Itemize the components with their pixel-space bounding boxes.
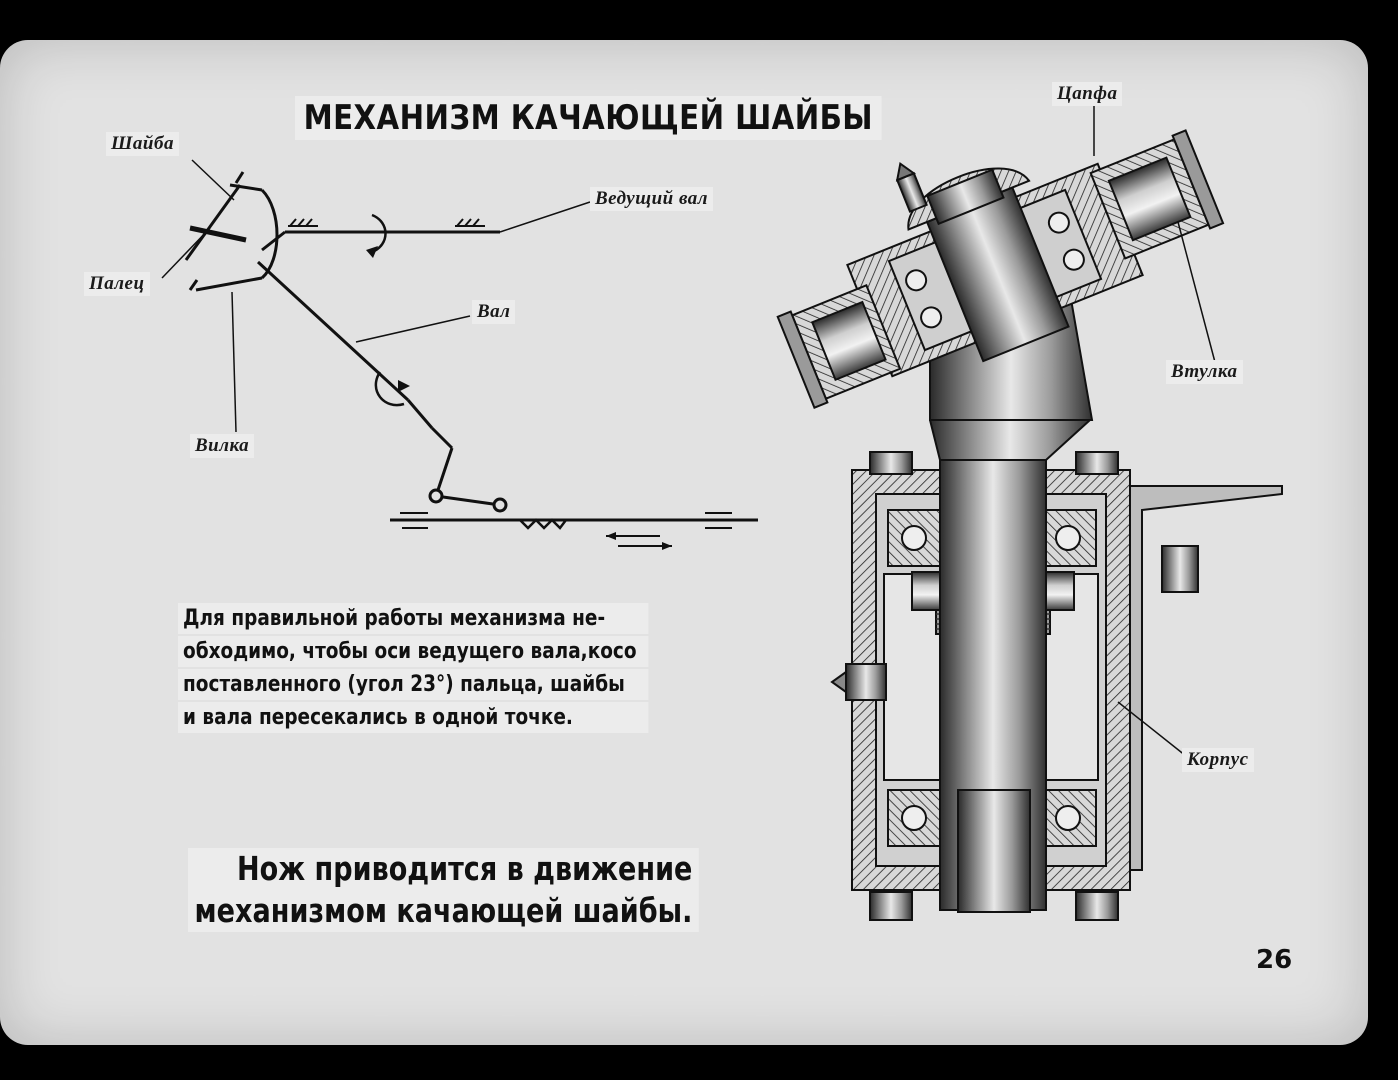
paragraph-line: поставленного (угол 23°) пальца, шайбы	[178, 669, 649, 700]
label-washer: Шайба	[106, 132, 179, 156]
conclusion-text: Нож приводится в движение механизмом кач…	[188, 848, 699, 932]
rotation-arrow-icon-2	[374, 371, 405, 407]
label-trunnion: Цапфа	[1052, 82, 1123, 106]
label-bushing: Втулка	[1166, 360, 1243, 384]
label-pin: Палец	[84, 272, 150, 296]
label-fork: Вилка	[190, 434, 255, 458]
paragraph-line: и вала пересекались в одной точке.	[178, 702, 649, 733]
mechanism-cutaway	[776, 104, 1283, 921]
label-shaft: Вал	[472, 300, 516, 324]
reciprocating-arrows-icon	[606, 532, 672, 550]
page-number: 26	[1256, 945, 1293, 975]
paragraph-line: обходимо, чтобы оси ведущего вала,косо	[178, 636, 649, 667]
bearing-support-marks	[288, 218, 485, 227]
slide-title: МЕХАНИЗМ КАЧАЮЩЕЙ ШАЙБЫ	[295, 96, 882, 140]
conclusion-line: механизмом качающей шайбы.	[188, 890, 699, 932]
paragraph-line: Для правильной работы механизма не-	[178, 603, 649, 634]
leader-lines	[161, 159, 591, 433]
kinematic-schematic	[161, 159, 758, 550]
conclusion-line: Нож приводится в движение	[188, 848, 699, 890]
label-drive-shaft: Ведущий вал	[590, 187, 714, 211]
label-housing: Корпус	[1182, 748, 1254, 772]
explanation-paragraph: Для правильной работы механизма не- обхо…	[178, 601, 649, 735]
